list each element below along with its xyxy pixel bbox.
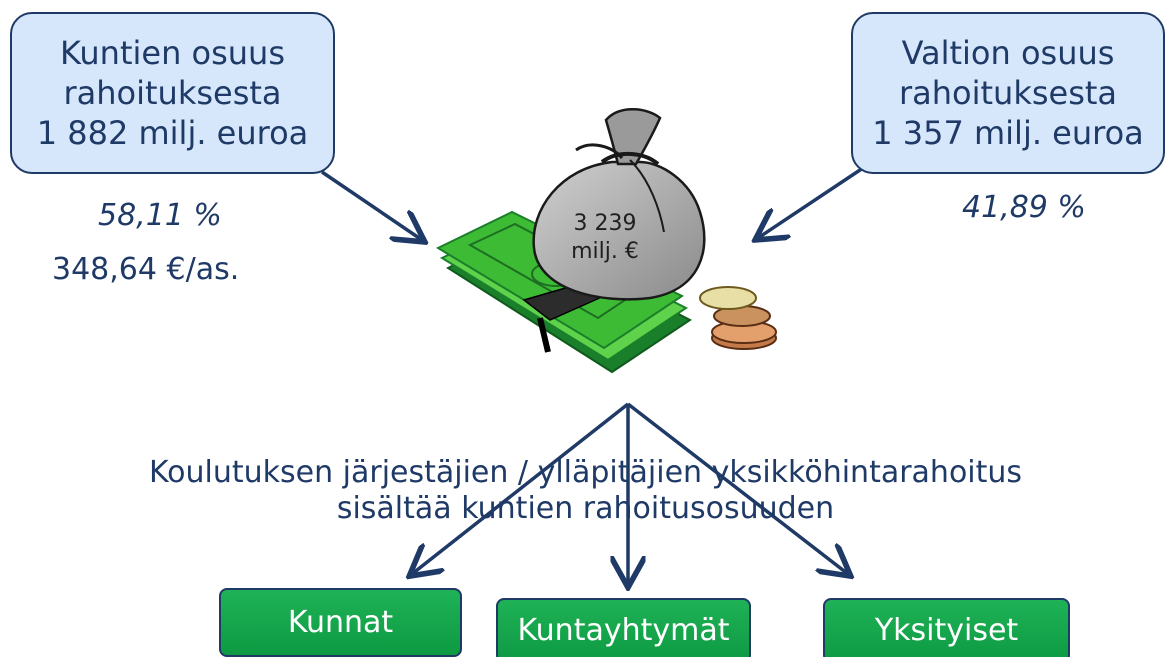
funding-statement: Koulutuksen järjestäjien / ylläpitäjien … (0, 455, 1171, 527)
recipient-kuntayhtymat: Kuntayhtymät (496, 598, 751, 657)
state-share-callout: Valtion osuus rahoituksesta 1 357 milj. … (851, 12, 1165, 174)
money-bag-icon (532, 108, 706, 301)
arrow-to-kunnat (412, 402, 630, 574)
funding-statement-line2: sisältää kuntien rahoitusosuuden (336, 491, 835, 526)
state-share-line2: rahoituksesta (898, 74, 1118, 112)
total-amount-label: 3 239 milj. € (560, 210, 650, 266)
per-capita-amount: 348,64 €/as. (52, 252, 240, 287)
total-amount-unit: milj. € (571, 239, 639, 264)
municipal-share-percent: 58,11 % (98, 198, 222, 233)
money-illustration (435, 108, 777, 374)
total-amount-value: 3 239 (573, 211, 637, 236)
municipal-share-line2: rahoituksesta (63, 74, 282, 112)
coins-icon (699, 286, 777, 350)
right-source-arrow (758, 156, 879, 238)
municipal-share-callout: Kuntien osuus rahoituksesta 1 882 milj. … (10, 12, 335, 174)
recipient-kunnat: Kunnat (219, 588, 462, 657)
funding-statement-line1: Koulutuksen järjestäjien / ylläpitäjien … (148, 455, 1023, 490)
state-share-percent: 41,89 % (962, 190, 1086, 225)
state-share-line1: Valtion osuus (901, 34, 1115, 72)
recipient-yksityiset: Yksityiset (823, 598, 1070, 657)
municipal-share-line1: Kuntien osuus (59, 34, 285, 72)
left-source-arrow (321, 170, 422, 240)
municipal-share-amount: 1 882 milj. euroa (36, 114, 309, 152)
arrow-to-yksityiset (626, 402, 848, 574)
state-share-amount: 1 357 milj. euroa (872, 114, 1144, 152)
